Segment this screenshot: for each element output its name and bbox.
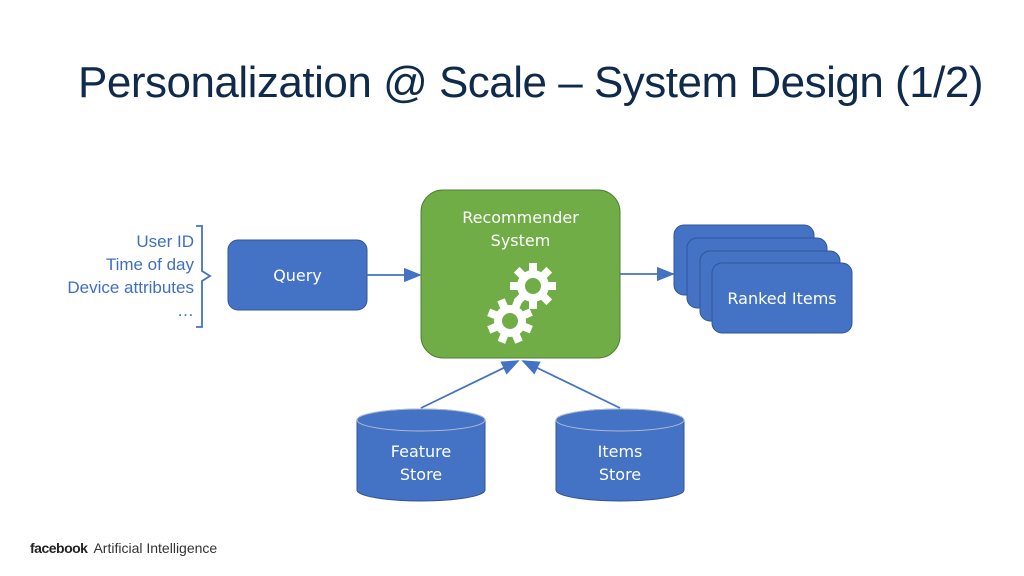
context-ellipsis: … <box>177 301 194 320</box>
context-time-of-day: Time of day <box>105 255 194 274</box>
arrow-items-store-to-recommender <box>521 360 621 409</box>
items-store-label-line2: Store <box>598 465 642 484</box>
context-user-id: User ID <box>136 232 194 251</box>
facebook-logo: facebook <box>30 540 88 556</box>
recommender-label-line2: System <box>490 231 551 250</box>
query-label: Query <box>273 266 322 285</box>
arrow-feature-store-to-recommender <box>420 360 520 409</box>
ranked-items-label: Ranked Items <box>727 289 837 308</box>
items-store-label-line1: Items <box>597 442 643 461</box>
page-title: Personalization @ Scale – System Design … <box>78 58 984 107</box>
gear-icon <box>510 263 556 309</box>
ranked-item-card-front <box>711 262 853 334</box>
context-brace <box>196 225 212 328</box>
footer: facebook Artificial Intelligence <box>30 540 217 556</box>
feature-store-label-line1: Feature <box>390 442 452 461</box>
feature-store-label-line2: Store <box>399 465 443 484</box>
items-store-cylinder <box>555 408 685 502</box>
feature-store-cylinder <box>356 408 486 502</box>
recommender-label-line1: Recommender <box>462 208 579 227</box>
footer-label: Artificial Intelligence <box>93 540 218 556</box>
context-device-attributes: Device attributes <box>67 278 194 297</box>
gear-icon <box>487 298 533 344</box>
